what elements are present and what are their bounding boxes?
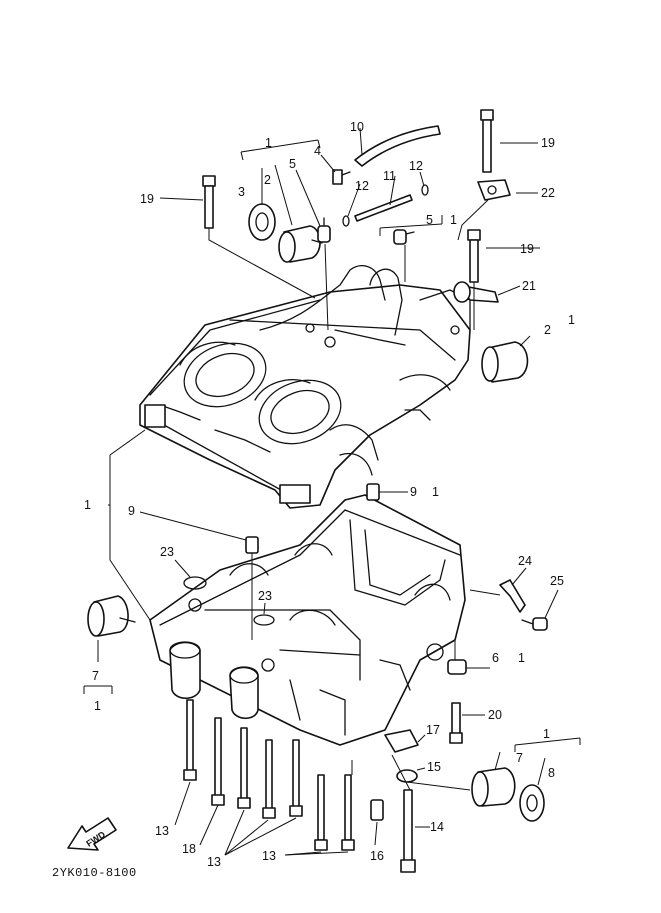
part-6-collar: [447, 659, 467, 675]
callout-9-lower: 9: [128, 504, 135, 518]
upper-crankcase: [139, 265, 471, 509]
callout-9-upper: 9: [410, 485, 417, 499]
callout-1-left: 1: [84, 498, 91, 512]
part-9-dowel-upper: [366, 483, 380, 501]
part-5-fitting-upper: [317, 217, 331, 243]
callout-12-right: 12: [409, 159, 423, 173]
callout-22: 22: [541, 186, 555, 200]
part-3-oil-seal: [248, 203, 276, 241]
callout-1-7-right: 1: [543, 727, 550, 741]
callout-1-6: 1: [518, 651, 525, 665]
part-21-bracket: [453, 281, 499, 303]
part-13-bolts: [183, 699, 355, 851]
callout-19-left: 19: [140, 192, 154, 206]
part-2-bush-right: [481, 341, 529, 383]
callout-10: 10: [350, 120, 364, 134]
callout-13-a: 13: [155, 824, 169, 838]
part-7-bush-left: [87, 595, 136, 637]
callout-21: 21: [522, 279, 536, 293]
part-19-bolt-top: [480, 109, 494, 173]
callout-25: 25: [550, 574, 564, 588]
callout-4: 4: [314, 144, 321, 158]
part-2-bush-upper: [278, 225, 323, 263]
part-4-fitting: [332, 169, 351, 185]
callout-19-top: 19: [541, 136, 555, 150]
part-20-bolt: [449, 702, 463, 744]
callout-18: 18: [182, 842, 196, 856]
part-10-hose: [354, 125, 441, 167]
part-18-stud: [211, 717, 225, 806]
lower-crankcase: [149, 494, 466, 746]
callout-19-right: 19: [520, 242, 534, 256]
part-7-bush-right: [471, 767, 516, 807]
part-25-screw: [521, 617, 548, 631]
callout-8: 8: [548, 766, 555, 780]
callout-1-9-upper: 1: [432, 485, 439, 499]
callout-7-right: 7: [516, 751, 523, 765]
part-24-clamp: [499, 579, 526, 613]
part-22-bracket: [477, 179, 511, 201]
callout-5-right: 5: [426, 213, 433, 227]
callout-13-b: 13: [207, 855, 221, 869]
callout-1-top: 1: [265, 136, 272, 150]
part-19-bolt-left: [202, 175, 216, 229]
part-8-seal: [519, 784, 545, 822]
part-23-o-ring-right: [253, 614, 275, 626]
callout-24: 24: [518, 554, 532, 568]
callout-13-c: 13: [262, 849, 276, 863]
callout-6: 6: [492, 651, 499, 665]
callout-1-7-left: 1: [94, 699, 101, 713]
callout-11: 11: [383, 169, 396, 183]
callout-23-right: 23: [258, 589, 272, 603]
callout-14: 14: [430, 820, 444, 834]
callout-labels: 1 5 4 10 19 12 11 12 22 3 2 19 5 1 19 21…: [84, 120, 575, 869]
fwd-arrow-icon: FWD: [67, 817, 117, 851]
part-16-plug: [370, 799, 384, 821]
callout-7-left: 7: [92, 669, 99, 683]
part-9-dowel-lower: [245, 536, 259, 554]
diagram-code: 2YK010-8100: [52, 866, 137, 880]
part-12-clip-left: [342, 215, 350, 227]
callout-12-left: 12: [355, 179, 369, 193]
part-12-clip-right: [421, 184, 429, 196]
callout-16: 16: [370, 849, 384, 863]
callout-17: 17: [426, 723, 440, 737]
callout-20: 20: [488, 708, 502, 722]
leader-lines: [83, 127, 581, 856]
part-15-washer: [396, 769, 418, 783]
callout-3: 3: [238, 185, 245, 199]
callout-23-left: 23: [160, 545, 174, 559]
part-11-pipe: [354, 194, 413, 222]
callout-15: 15: [427, 760, 441, 774]
part-23-o-ring-left: [183, 576, 207, 590]
callout-2-top: 2: [264, 173, 271, 187]
part-17-bracket: [384, 729, 419, 753]
part-5-fitting-right: [393, 229, 415, 245]
part-19-bolt-right: [467, 229, 481, 283]
callout-1-right-top: 1: [450, 213, 457, 227]
callout-5-top: 5: [289, 157, 296, 171]
callout-1-right-2: 1: [568, 313, 575, 327]
callout-2-right: 2: [544, 323, 551, 337]
part-14-bolt: [400, 789, 416, 873]
